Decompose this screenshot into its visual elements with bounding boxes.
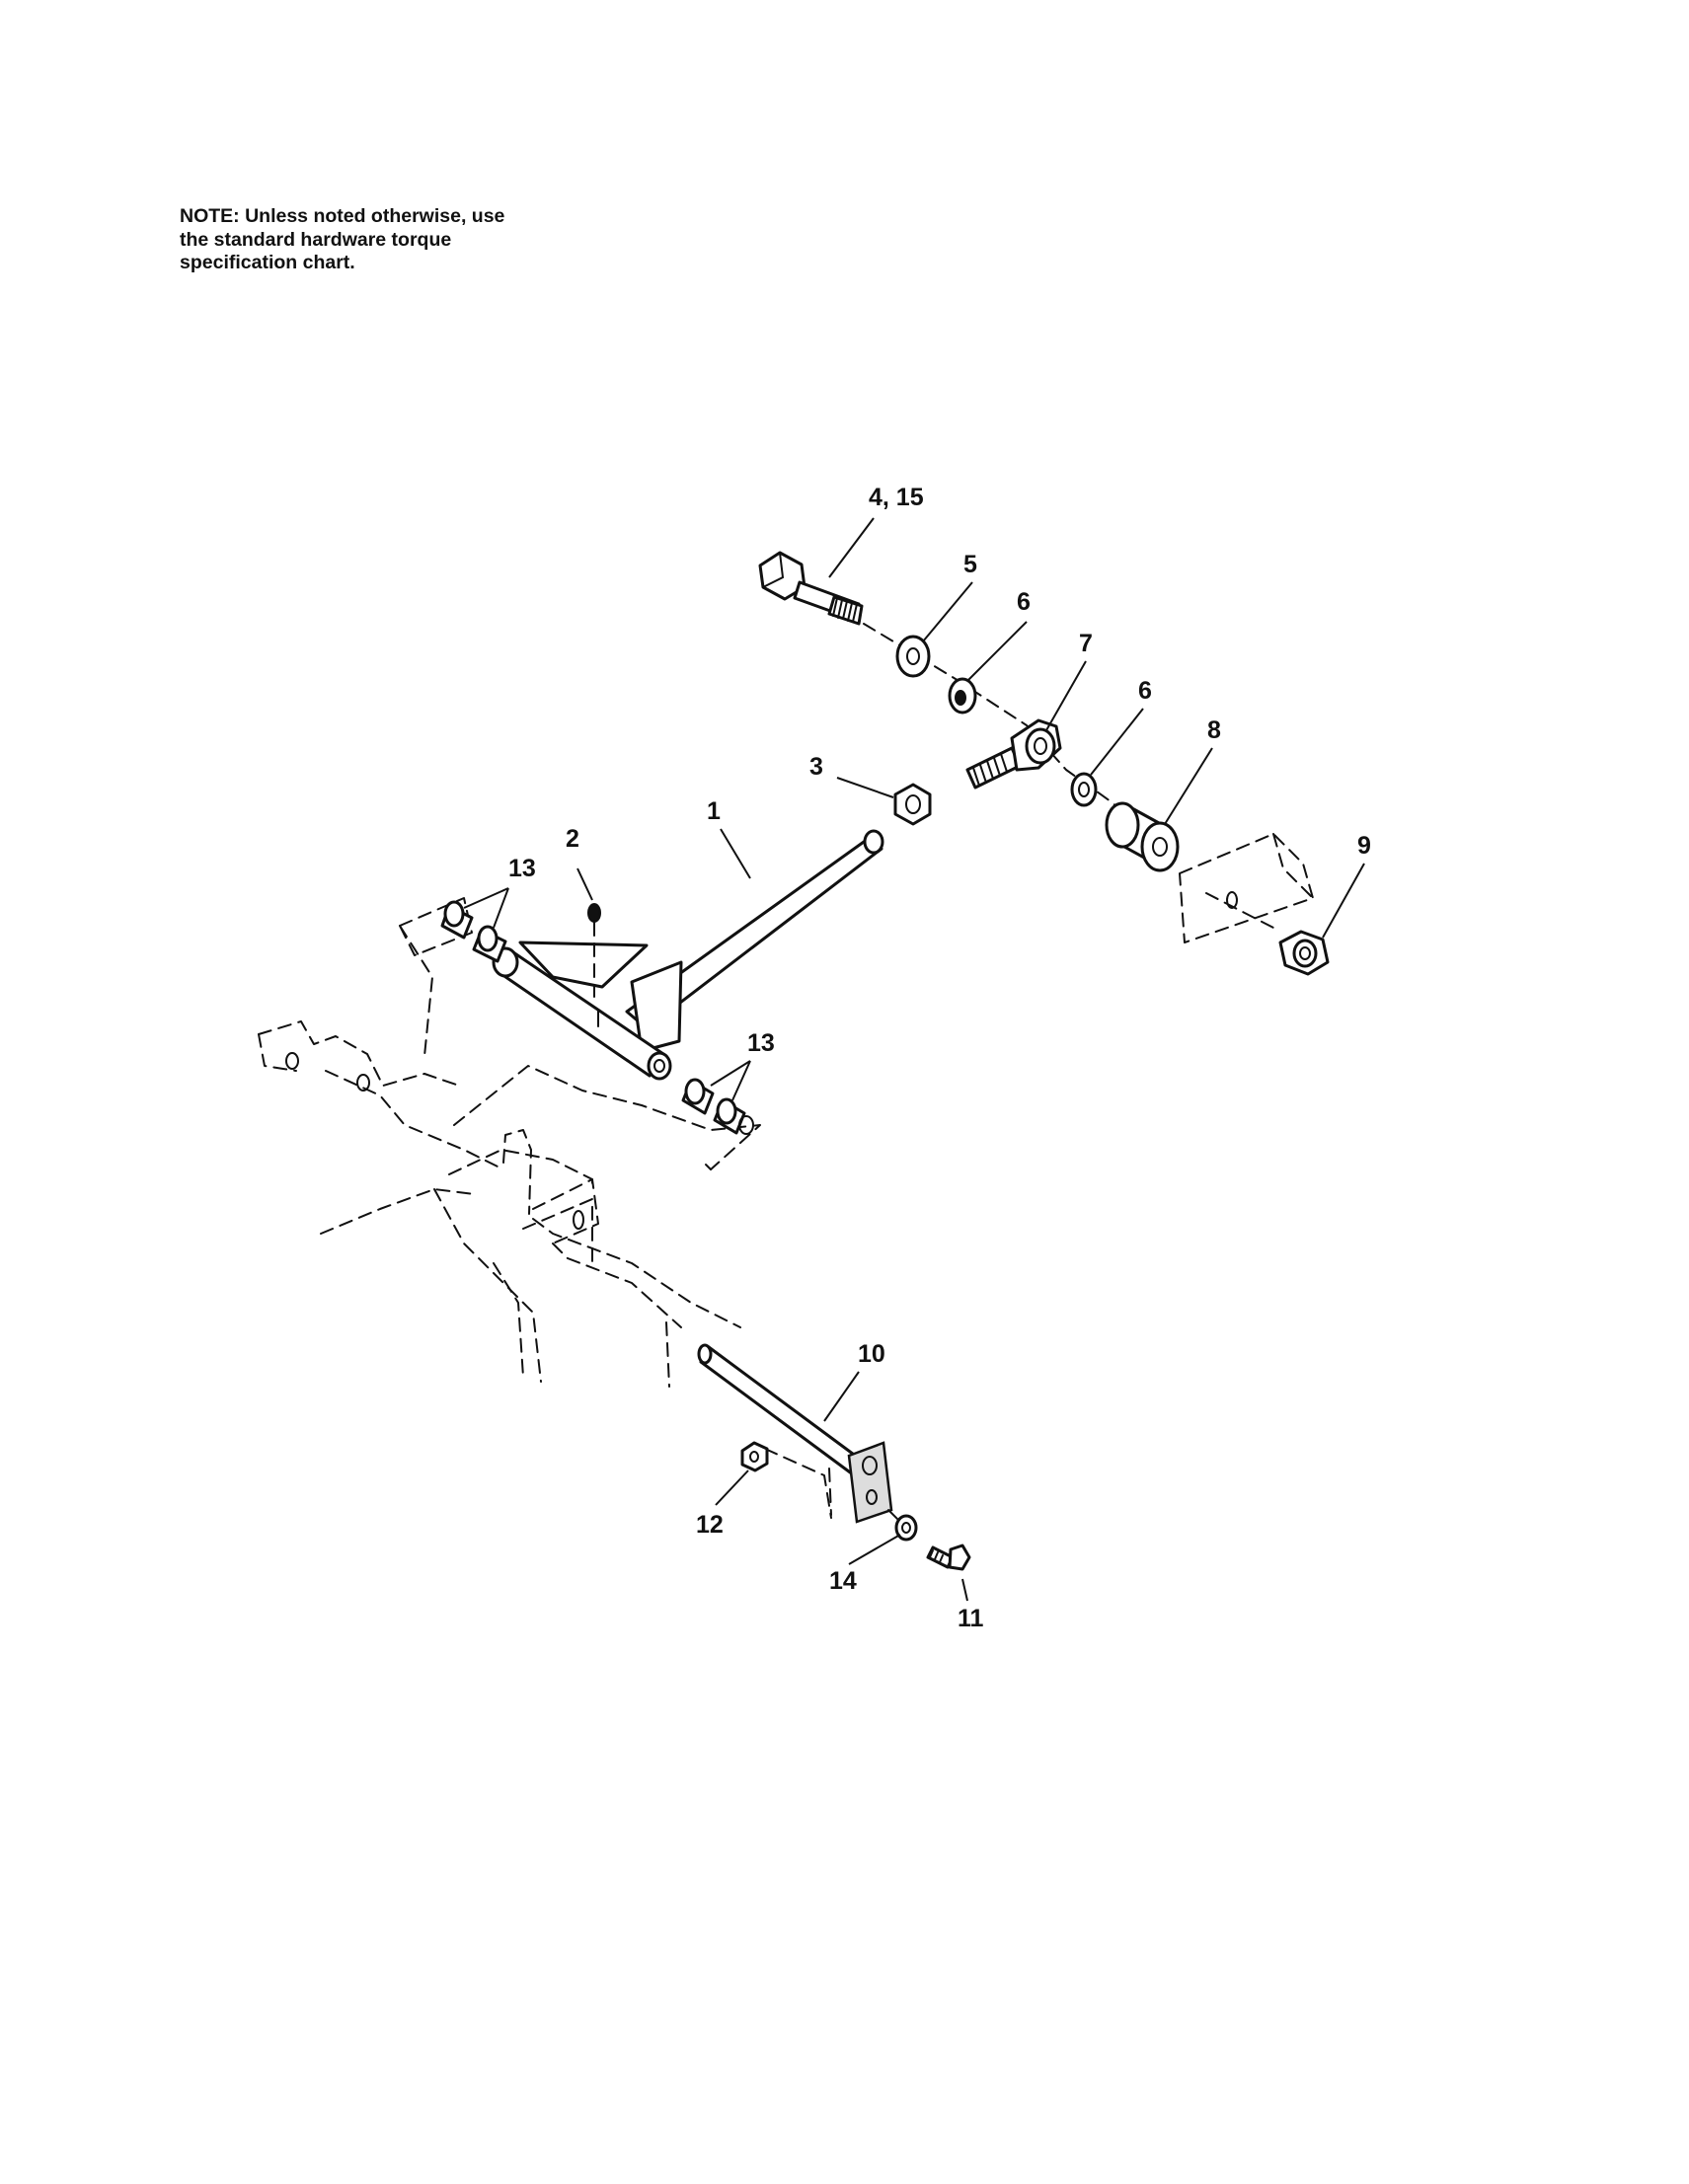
part-11-screw	[926, 1544, 971, 1571]
note-line-2: the standard hardware torque	[180, 228, 452, 251]
leader-lines	[463, 517, 1365, 1602]
nut-axis-line	[1205, 892, 1274, 929]
callout-5: 5	[963, 551, 977, 578]
callout-4-15: 4, 15	[869, 484, 924, 511]
part-13-bushings-left	[440, 900, 507, 963]
part-12-nut	[740, 1441, 769, 1472]
callout-7: 7	[1079, 630, 1093, 657]
part-2-grease-fitting	[587, 903, 601, 998]
callout-1: 1	[707, 797, 721, 825]
part-9-lock-nut	[1278, 930, 1330, 976]
callout-10: 10	[858, 1340, 885, 1368]
part-13-bushings-right	[681, 1078, 754, 1135]
part-5-washer	[895, 635, 931, 678]
callout-12: 12	[696, 1511, 724, 1539]
part-3-jam-nut	[893, 783, 932, 826]
callout-2: 2	[566, 825, 579, 853]
deck-bracket-phantom	[1179, 833, 1314, 943]
part-4-bolt	[758, 551, 864, 626]
torque-note: NOTE: Unless noted otherwise, use the st…	[180, 205, 594, 275]
note-line-3: specification chart.	[180, 252, 355, 273]
callout-11: 11	[958, 1605, 984, 1632]
part-10-pivot-pin	[697, 1343, 914, 1536]
callout-6-lower: 6	[1138, 677, 1152, 705]
callout-13-right: 13	[747, 1029, 775, 1057]
note-line-1: NOTE: Unless noted otherwise, use	[180, 205, 505, 227]
part-8-bushing	[1105, 801, 1180, 872]
callout-3: 3	[809, 753, 823, 781]
mower-frame-phantom	[258, 897, 761, 1388]
part-1-arm-assembly	[492, 829, 884, 1081]
callout-8: 8	[1207, 716, 1221, 744]
part-14-washer	[894, 1514, 918, 1542]
callout-6-upper: 6	[1017, 588, 1031, 616]
callout-labels: 4, 15 5 6 7 3 6 8 9 1 2 13 13 10 12 14 1…	[508, 484, 1371, 1632]
part-6-spacer-upper	[948, 677, 977, 715]
callout-14: 14	[829, 1567, 857, 1595]
callout-9: 9	[1357, 832, 1371, 860]
callout-13-left: 13	[508, 855, 536, 882]
part-6-spacer-lower	[1070, 772, 1098, 807]
part-7-rod-end	[965, 718, 1062, 790]
